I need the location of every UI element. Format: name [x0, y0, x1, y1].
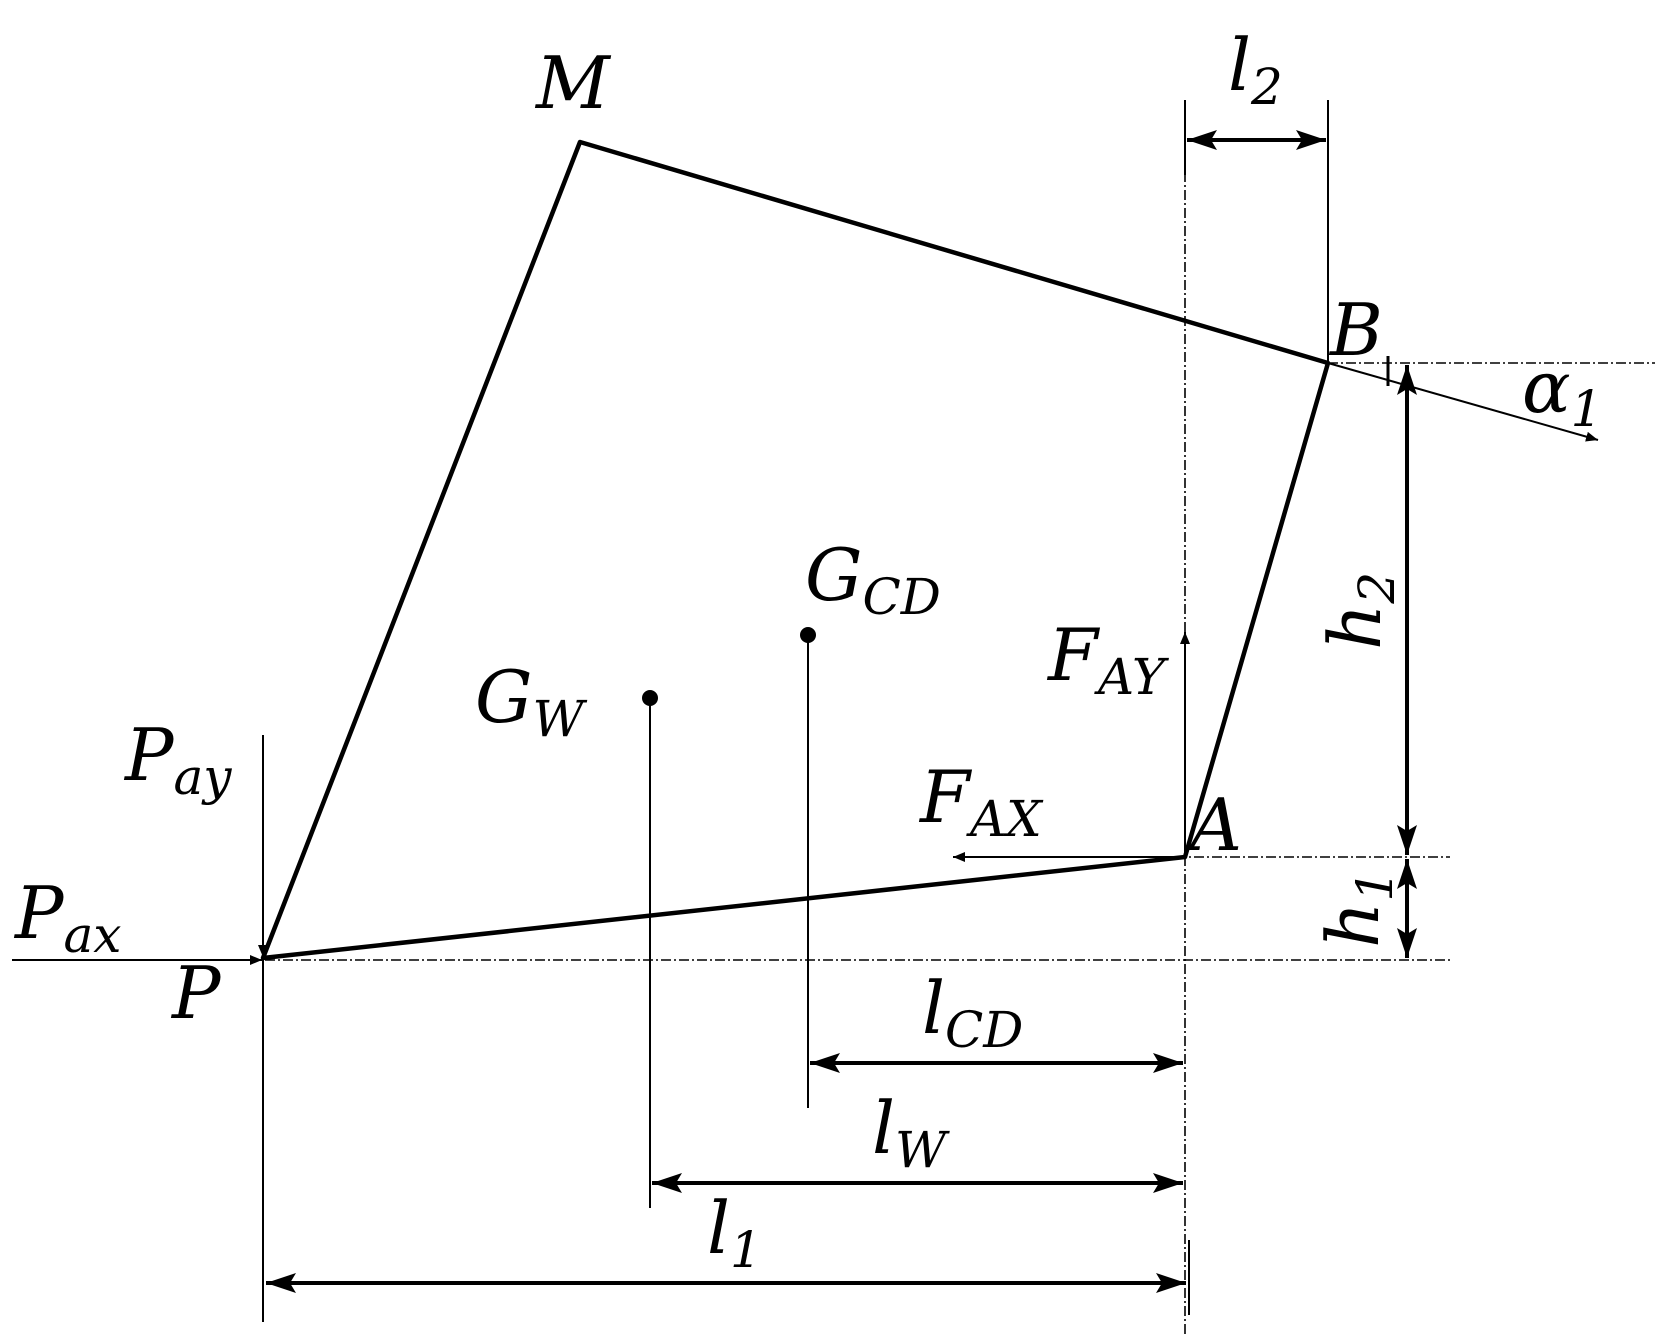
label-a: A: [1184, 783, 1242, 867]
alpha-direction-arrow: [1327, 362, 1599, 442]
gw-point: [642, 690, 658, 706]
label-gw: GW: [475, 655, 588, 748]
label-h2: h2: [1313, 572, 1406, 650]
label-m: M: [534, 41, 612, 125]
label-pax: Pax: [13, 871, 121, 964]
label-b: B: [1328, 288, 1383, 372]
label-l2: l2: [1228, 23, 1283, 116]
gcd-point: [800, 627, 816, 643]
label-h1: h1: [1311, 870, 1404, 948]
label-pay: Pay: [123, 713, 232, 806]
label-fay: FAY: [1046, 613, 1169, 706]
label-fax: FAX: [918, 755, 1044, 848]
label-alpha1: α1: [1522, 345, 1602, 438]
label-gcd: GCD: [805, 533, 941, 626]
label-lcd: lCD: [922, 966, 1023, 1059]
label-lw: lW: [872, 1086, 950, 1179]
label-l1: l1: [707, 1186, 762, 1279]
label-p: P: [170, 951, 222, 1035]
body-outline: [260, 139, 1331, 961]
